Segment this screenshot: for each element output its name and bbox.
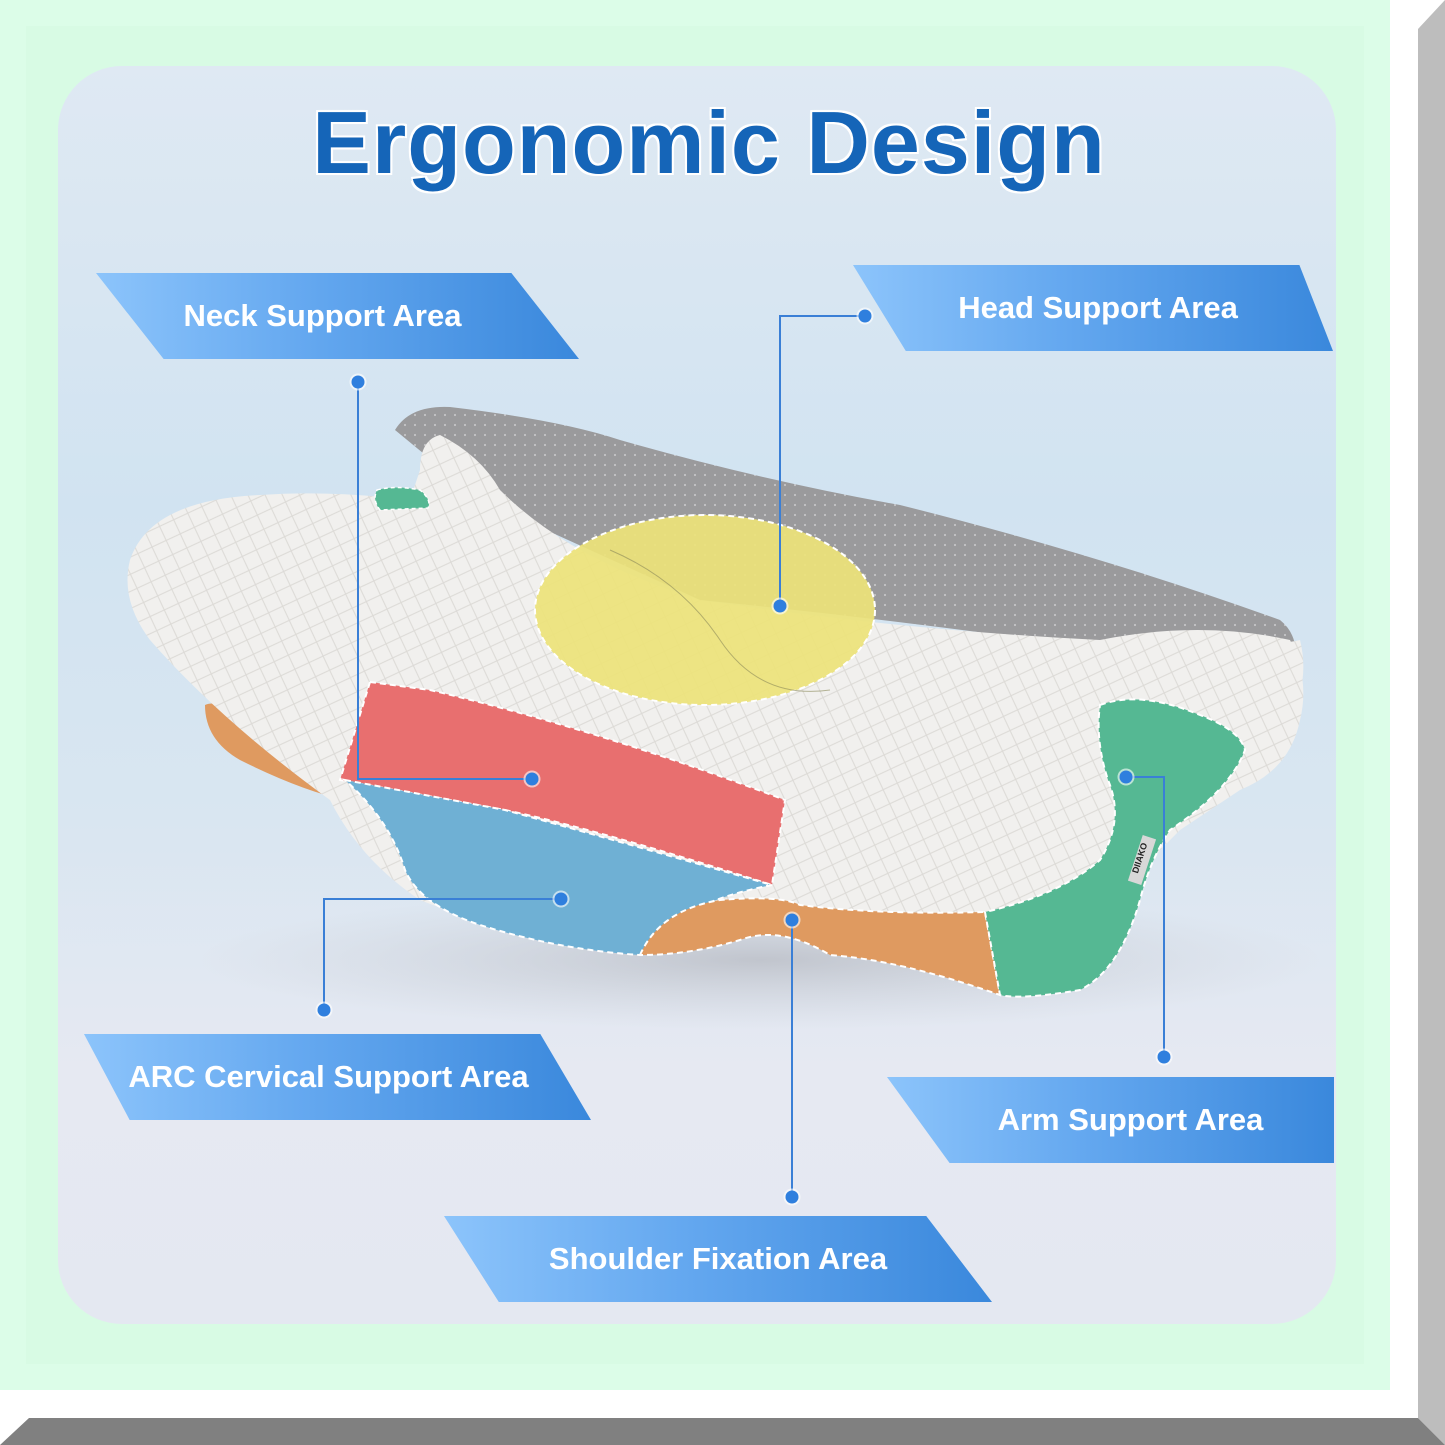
head-connector-horizontal <box>779 315 865 317</box>
zone-neck-support <box>338 680 787 887</box>
neck-connector-end-dot <box>525 772 539 786</box>
neck-connector-vertical <box>357 382 359 780</box>
label-arc-cervical-support-text: ARC Cervical Support Area <box>128 1059 529 1094</box>
label-neck-support-area: Neck Support Area <box>96 273 579 359</box>
zone-shoulder-fixation <box>638 897 1002 997</box>
zone-arm-support <box>983 698 1247 998</box>
label-arm-support-area: Arm Support Area <box>887 1077 1334 1163</box>
head-ridge-mesh <box>395 406 1296 680</box>
arc-connector-horizontal <box>323 898 561 900</box>
shoulder-connector-start-dot <box>785 913 799 927</box>
arc-connector-start-dot <box>554 892 568 906</box>
shoulder-connector-end-dot <box>785 1190 799 1204</box>
arm-connector-end-dot <box>1157 1050 1171 1064</box>
page-title: Ergonomic Design <box>312 93 1106 192</box>
head-connector-start-dot <box>858 309 872 323</box>
label-head-support-area: Head Support Area <box>853 265 1333 351</box>
label-shoulder-fixation-text: Shoulder Fixation Area <box>548 1241 888 1276</box>
arm-connector-horizontal <box>1126 776 1165 778</box>
neck-connector-horizontal <box>357 778 532 780</box>
label-shoulder-fixation-area: Shoulder Fixation Area <box>444 1216 992 1302</box>
frame-bevel-bottom <box>0 1418 1445 1445</box>
zone-arm-small <box>374 486 430 511</box>
frame-bevel-right <box>1418 0 1445 1445</box>
head-connector-end-dot <box>773 599 787 613</box>
arm-connector-start-dot <box>1119 770 1133 784</box>
head-connector-vertical <box>779 315 781 606</box>
neck-connector-start-dot <box>351 375 365 389</box>
arm-connector-vertical <box>1163 776 1165 1057</box>
pillow-end-cap <box>1100 630 1304 790</box>
label-arm-support-text: Arm Support Area <box>997 1102 1264 1137</box>
label-head-support-text: Head Support Area <box>958 290 1238 325</box>
brand-tag <box>1127 835 1157 885</box>
zone-head-support <box>534 514 876 706</box>
arc-connector-vertical <box>323 898 325 1010</box>
shoulder-connector-vertical <box>791 920 793 1197</box>
label-neck-support-text: Neck Support Area <box>183 298 462 333</box>
label-arc-cervical-support-area: ARC Cervical Support Area <box>84 1034 591 1120</box>
arc-connector-end-dot <box>317 1003 331 1017</box>
